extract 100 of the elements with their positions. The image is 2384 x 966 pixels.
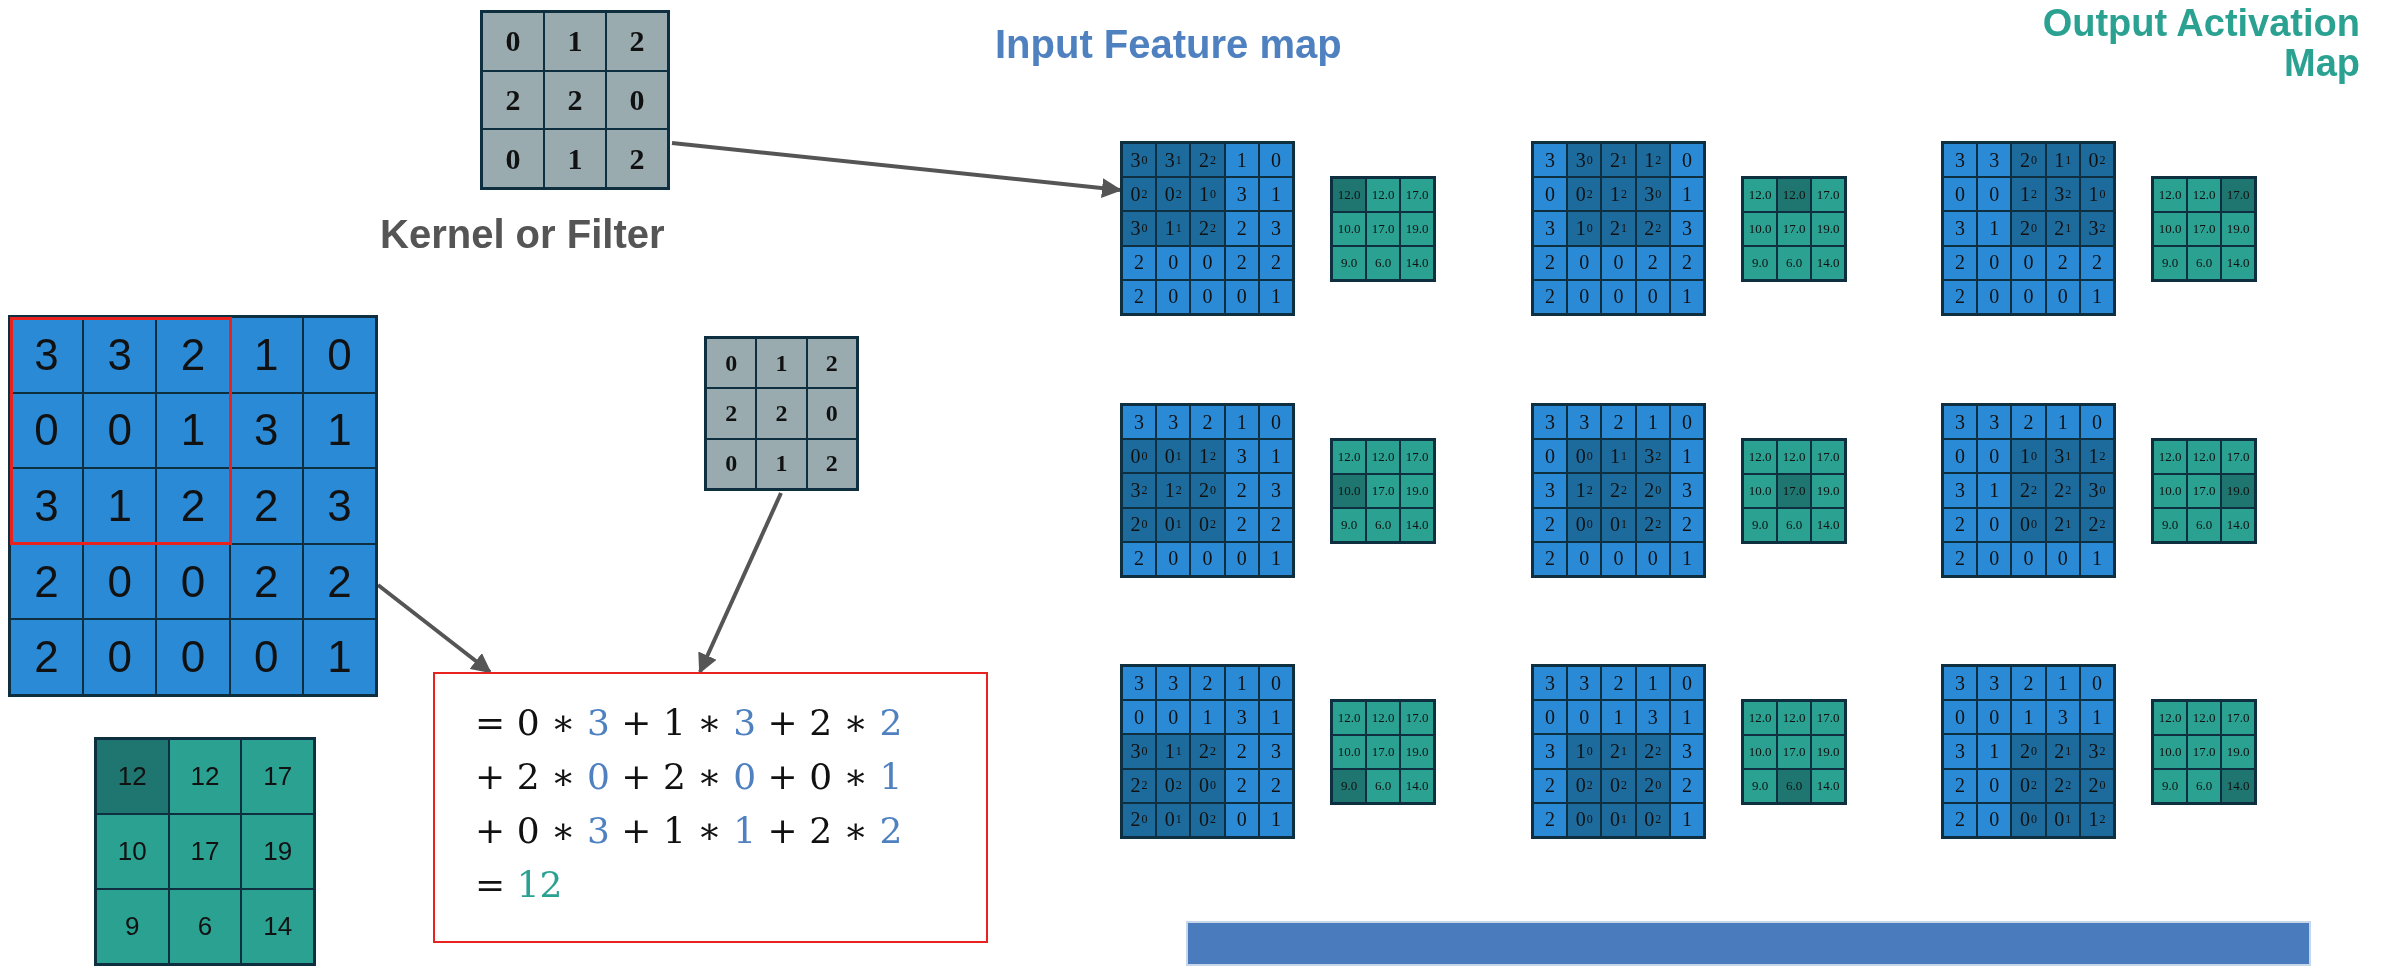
grid-cell: 12.0 [2153,701,2187,735]
grid-cell: 10.0 [1743,212,1777,246]
grid-cell: 3 [10,468,84,544]
grid-cell: 12 [96,739,169,814]
grid-cell: 12.0 [2187,178,2221,212]
grid-cell: 1 [1190,700,1225,735]
grid-cell: 0 [2079,405,2114,440]
grid-cell: 0 [1977,507,2012,542]
grid-cell: 17.0 [2187,474,2221,508]
grid-cell: 1 [1669,439,1704,474]
grid-cell: 0 [1533,177,1568,212]
grid-cell: 2 [1533,541,1568,576]
grid-cell: 14.0 [1811,508,1845,542]
grid-cell: 1 [1977,211,2012,246]
number-grid [1531,141,1706,316]
grid-cell: 0 [1977,541,2012,576]
grid-cell: 2 [1943,768,1978,803]
grid-cell: 1 [1601,700,1636,735]
grid-cell: 2 [806,338,857,389]
grid-cell: 3 [1669,211,1704,246]
grid-cell: 14.0 [2221,508,2255,542]
grid-cell: 0 [1533,439,1568,474]
grid-cell: 0 [1977,439,2012,474]
arrow [698,492,783,674]
number-grid [1741,438,1847,544]
grid-cell: 0 [10,392,84,469]
grid-cell: 0 [1669,666,1704,701]
number-grid [2151,438,2257,544]
grid-cell: 3 [1156,405,1191,440]
number-grid [1120,141,1295,316]
grid-cell: 3 [1533,143,1568,178]
number-grid [480,10,670,190]
number-grid [8,315,378,697]
grid-cell: 0 [83,619,157,695]
grid-cell: 9.0 [1743,769,1777,803]
grid-cell: 1 [1224,405,1259,440]
grid-cell: 12.0 [2187,701,2221,735]
grid-cell: 0 [1567,700,1602,735]
grid-cell: 1 [1258,177,1293,212]
grid-cell: 12.0 [1332,440,1366,474]
number-grid [1330,176,1436,282]
grid-cell: 17.0 [2187,735,2221,769]
grid-cell: 3 [1224,439,1259,474]
grid-cell: 0 [1977,177,2012,212]
grid-cell: 2 [10,543,84,620]
grid-cell: 6.0 [1366,246,1400,280]
number-grid [1941,141,2116,316]
grid-cell: 2 [2011,666,2046,701]
grid-cell: 19.0 [1400,735,1434,769]
grid-cell: 17.0 [1366,474,1400,508]
grid-cell: 0 [229,619,303,695]
formula-line: + 2 ∗ 0 + 2 ∗ 0 + 0 ∗ 1 [475,755,903,799]
grid-cell: 1 [2011,700,2046,735]
grid-cell: 17.0 [1811,440,1845,474]
grid-cell: 2 [156,468,230,544]
grid-cell: 2 [1122,541,1157,576]
grid-cell: 19.0 [1811,474,1845,508]
grid-cell: 1 [1635,666,1670,701]
number-grid [1941,664,2116,839]
grid-cell: 2 [1943,507,1978,542]
grid-cell: 1 [2045,405,2080,440]
grid-cell: 19.0 [1811,735,1845,769]
grid-cell: 0 [1977,245,2012,280]
grid-cell: 0 [1977,768,2012,803]
grid-cell: 6.0 [1366,769,1400,803]
grid-cell: 9.0 [1332,508,1366,542]
grid-cell: 0 [1156,700,1191,735]
grid-cell: 2 [10,619,84,695]
grid-cell: 0 [1567,541,1602,576]
number-grid [704,336,859,491]
grid-cell: 17.0 [1777,474,1811,508]
grid-cell: 2 [302,543,376,620]
grid-cell: 14.0 [1400,769,1434,803]
grid-cell: 12.0 [1366,701,1400,735]
grid-cell: 0 [1122,700,1157,735]
grid-cell: 3 [1258,734,1293,769]
grid-cell: 0 [1156,245,1191,280]
number-grid [1741,699,1847,805]
grid-cell: 2 [2011,405,2046,440]
grid-cell: 1 [1224,143,1259,178]
grid-cell: 6 [168,889,242,964]
grid-cell: 0 [706,338,757,389]
grid-cell: 0 [2011,279,2046,314]
grid-cell: 0 [1669,143,1704,178]
grid-cell: 0 [806,388,857,439]
grid-cell: 3 [1943,405,1978,440]
grid-cell: 2 [1190,666,1225,701]
grid-cell: 12.0 [1777,178,1811,212]
grid-cell: 0 [1533,700,1568,735]
grid-cell: 10.0 [1743,735,1777,769]
grid-cell: 9.0 [1743,246,1777,280]
grid-cell: 1 [2045,666,2080,701]
grid-cell: 2 [1224,473,1259,508]
grid-cell: 0 [1943,439,1978,474]
grid-cell: 0 [1977,700,2012,735]
grid-cell: 14 [241,889,314,964]
grid-cell: 0 [1190,245,1225,280]
grid-cell: 1 [544,12,606,71]
grid-cell: 1 [1258,439,1293,474]
grid-cell: 3 [1533,473,1568,508]
